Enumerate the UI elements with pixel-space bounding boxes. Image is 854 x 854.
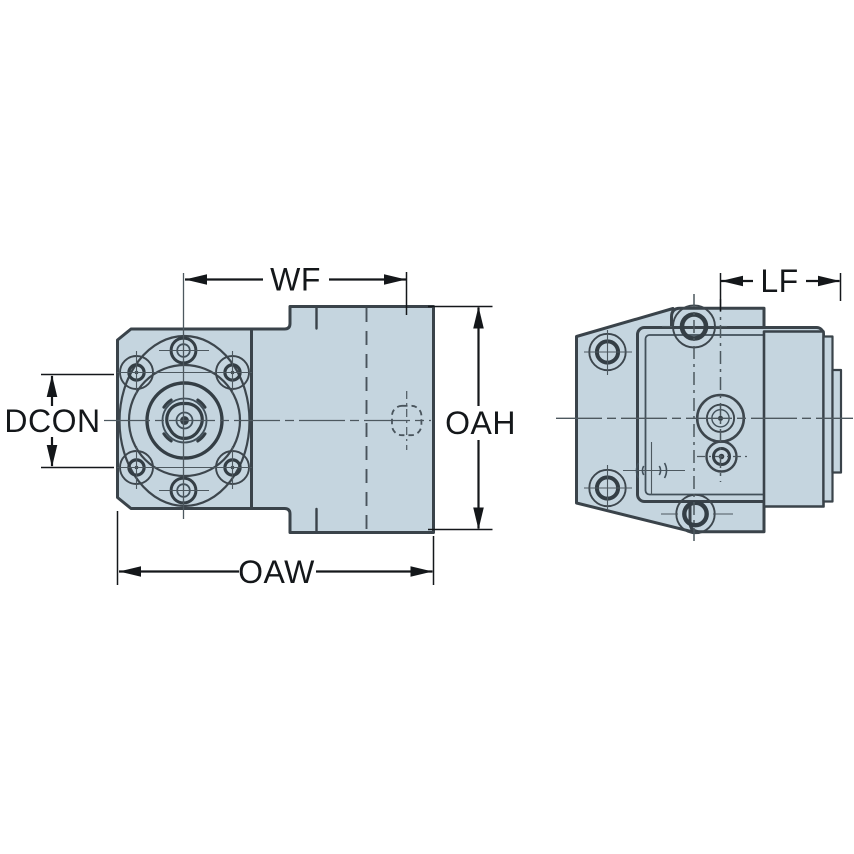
dimension-label-oah: OAH <box>445 405 516 441</box>
front-centerlines <box>104 273 431 519</box>
wf-arrow-left <box>185 274 207 285</box>
dimension-label-lf: LF <box>760 263 798 299</box>
coupling-serrations <box>162 398 207 443</box>
coupling-polygon <box>165 401 204 440</box>
dimension-label-dcon: DCON <box>4 403 100 439</box>
wf-arrow-right <box>384 274 406 285</box>
dimension-label-wf: WF <box>270 262 321 298</box>
side-rear-block <box>762 330 825 508</box>
dimension-wf: WF <box>185 262 408 315</box>
side-detail-symbol <box>623 442 685 495</box>
dcon-arrow-up <box>46 375 58 397</box>
dcon-arrow-down <box>46 445 58 467</box>
dimension-lf: LF <box>719 263 842 311</box>
oaw-arrow-right <box>410 566 433 577</box>
front-body-outline <box>250 305 435 534</box>
lf-arrow-right <box>818 275 840 287</box>
lf-arrow-left <box>721 275 743 287</box>
side-centerlines <box>556 294 853 546</box>
side-view <box>556 294 853 546</box>
front-view <box>104 273 435 534</box>
oah-arrow-down <box>473 507 484 530</box>
oah-arrow-up <box>473 306 484 329</box>
side-rear-step-2 <box>831 368 843 474</box>
dimension-label-oaw: OAW <box>238 554 315 590</box>
dimension-oah: OAH <box>428 305 516 531</box>
front-hidden-port <box>391 404 423 437</box>
side-rear-step-1 <box>822 335 834 503</box>
oaw-arrow-left <box>119 566 141 577</box>
dimension-dcon: DCON <box>4 373 114 469</box>
dimension-oaw: OAW <box>116 511 435 590</box>
